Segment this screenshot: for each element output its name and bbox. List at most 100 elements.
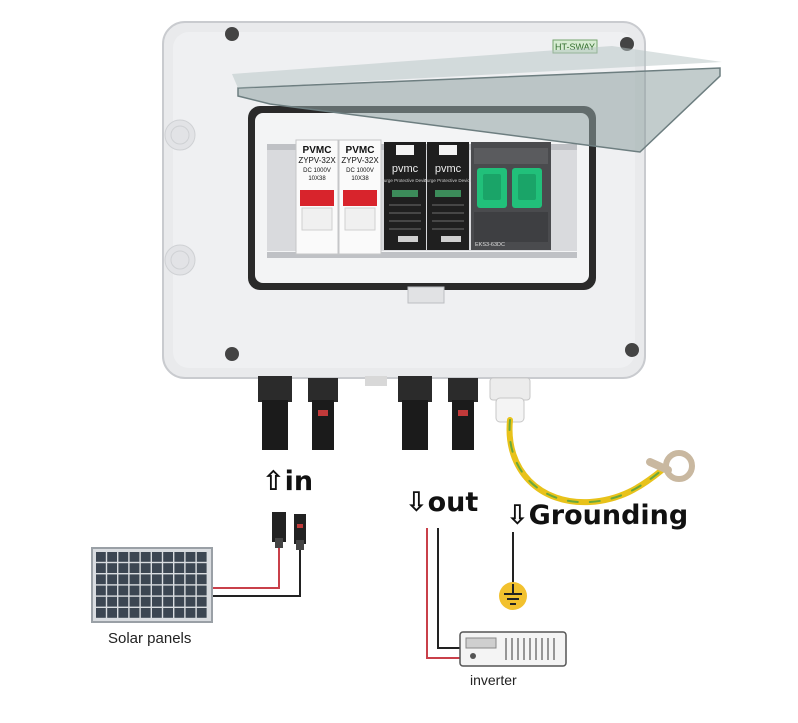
solar-cell — [174, 563, 185, 573]
svg-text:10X38: 10X38 — [351, 176, 369, 182]
label-grounding: ⇩Grounding — [506, 500, 688, 531]
solar-cell — [185, 574, 196, 585]
solar-cell — [118, 574, 129, 585]
solar-cell — [152, 585, 162, 596]
svg-text:10X38: 10X38 — [308, 176, 326, 182]
screw-icon — [225, 27, 239, 41]
fuse-breaker-1: PVMC ZYPV-32X DC 1000V 10X38 — [295, 139, 339, 255]
screw-icon — [620, 37, 634, 51]
svg-text:DC 1000V: DC 1000V — [303, 168, 331, 174]
pv-connectors — [258, 376, 478, 450]
solar-cell — [185, 563, 196, 573]
solar-cell — [196, 552, 207, 562]
svg-text:Surge Protective Device: Surge Protective Device — [424, 178, 473, 183]
solar-cell — [152, 596, 162, 607]
svg-text:pvmc: pvmc — [435, 163, 462, 175]
solar-cell — [96, 596, 106, 607]
solar-cell — [96, 574, 106, 585]
mc4-connector-icon — [272, 512, 306, 550]
screw-icon — [225, 347, 239, 361]
solar-cell — [196, 596, 207, 607]
solar-cell — [174, 596, 185, 607]
label-in-text: in — [284, 466, 314, 497]
inverter-icon — [459, 631, 567, 667]
solar-cell — [107, 563, 117, 573]
arrow-down-icon: ⇩ — [506, 500, 529, 531]
label-out: ⇩out — [405, 487, 478, 518]
solar-cell — [129, 596, 140, 607]
solar-cell — [152, 552, 162, 562]
solar-cell — [196, 574, 207, 585]
solar-cell — [107, 552, 117, 562]
solar-cell — [118, 585, 129, 596]
solar-cell — [163, 585, 173, 596]
solar-cell — [185, 608, 196, 618]
solar-cell — [118, 596, 129, 607]
solar-cell — [163, 563, 173, 573]
label-solar-panels: Solar panels — [108, 630, 192, 647]
solar-cell — [185, 585, 196, 596]
solar-cell — [174, 608, 185, 618]
solar-cell — [140, 585, 151, 596]
solar-cell — [118, 608, 129, 618]
ground-symbol-icon — [499, 532, 527, 610]
solar-cell — [107, 596, 117, 607]
label-inverter: inverter — [470, 672, 517, 688]
solar-cell — [96, 608, 106, 618]
svg-text:PVMC: PVMC — [303, 145, 332, 156]
solar-cell — [118, 552, 129, 562]
solar-cell — [174, 552, 185, 562]
solar-cell — [185, 552, 196, 562]
brand-tag: HT-SWAY — [555, 42, 595, 52]
arrow-down-icon: ⇩ — [405, 487, 428, 518]
solar-cell — [118, 563, 129, 573]
solar-cell — [129, 552, 140, 562]
svg-text:ZYPV-32X: ZYPV-32X — [341, 156, 379, 165]
solar-cell — [96, 585, 106, 596]
transparent-cover — [237, 67, 721, 153]
dc-isolator-switch: EKS3-63DC — [471, 142, 551, 250]
solar-cell — [174, 574, 185, 585]
label-out-text: out — [427, 487, 479, 518]
label-in: ⇧in — [262, 466, 313, 497]
solar-cell — [163, 552, 173, 562]
solar-cell — [163, 574, 173, 585]
solar-cell — [107, 574, 117, 585]
solar-cell — [96, 552, 106, 562]
solar-cell — [140, 552, 151, 562]
svg-text:Surge Protective Device: Surge Protective Device — [381, 178, 430, 183]
arrow-up-icon: ⇧ — [262, 466, 285, 497]
ground-cable — [489, 377, 695, 506]
solar-cell — [129, 608, 140, 618]
svg-text:pvmc: pvmc — [392, 163, 419, 175]
solar-cell — [129, 585, 140, 596]
solar-cell — [96, 563, 106, 573]
svg-text:ZYPV-32X: ZYPV-32X — [298, 156, 336, 165]
solar-cell — [140, 574, 151, 585]
solar-cell — [129, 574, 140, 585]
solar-cell — [107, 585, 117, 596]
svg-text:PVMC: PVMC — [346, 145, 375, 156]
solar-cell — [196, 585, 207, 596]
surge-protector-2: pvmc Surge Protective Device — [424, 142, 473, 250]
solar-cell — [152, 608, 162, 618]
solar-cell — [107, 608, 117, 618]
solar-cell — [140, 596, 151, 607]
solar-panel-icon — [91, 547, 213, 623]
solar-cell — [152, 574, 162, 585]
solar-cell — [129, 563, 140, 573]
solar-cell — [174, 585, 185, 596]
svg-text:DC 1000V: DC 1000V — [346, 168, 374, 174]
solar-cell — [152, 563, 162, 573]
solar-cell — [140, 608, 151, 618]
surge-protector-1: pvmc Surge Protective Device — [381, 142, 430, 250]
svg-text:EKS3-63DC: EKS3-63DC — [475, 242, 505, 248]
fuse-breaker-2: PVMC ZYPV-32X DC 1000V 10X38 — [338, 139, 382, 255]
label-grounding-text: Grounding — [528, 500, 689, 531]
solar-cell — [163, 596, 173, 607]
solar-cell — [140, 563, 151, 573]
screw-icon — [625, 343, 639, 357]
solar-cell — [196, 608, 207, 618]
solar-cell — [196, 563, 207, 573]
